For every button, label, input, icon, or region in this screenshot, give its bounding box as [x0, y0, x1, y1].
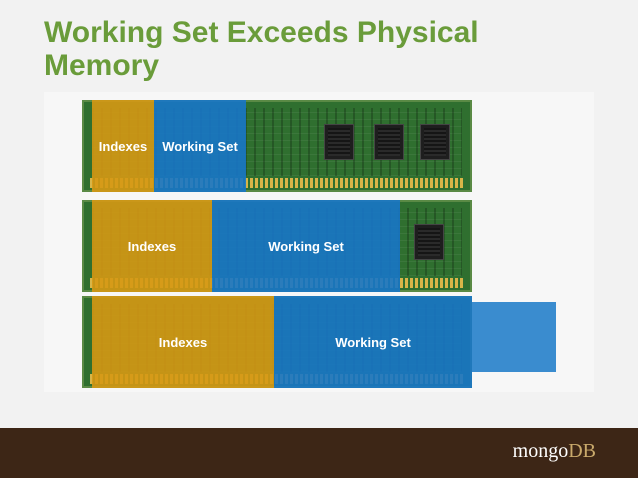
slide-title-line1: Working Set Exceeds Physical [44, 16, 479, 49]
ram-diagram: Indexes Working Set Indexes Working Set … [44, 92, 594, 392]
logo-text-db: DB [568, 440, 596, 462]
slide-title-line2: Memory [44, 49, 160, 82]
working-set-segment: Working Set [212, 200, 400, 292]
working-set-overflow [472, 302, 556, 372]
indexes-segment: Indexes [92, 296, 274, 388]
ram-stick-3: Indexes Working Set [82, 296, 472, 388]
working-set-label: Working Set [162, 138, 238, 154]
memory-chip-icon [374, 124, 404, 160]
logo-text-mongo: mongo [512, 440, 569, 462]
indexes-label: Indexes [98, 138, 148, 154]
footer-bar: mongoDB [0, 428, 638, 478]
indexes-segment: Indexes [92, 200, 212, 292]
working-set-label: Working Set [268, 238, 344, 254]
memory-chip-icon [324, 124, 354, 160]
working-set-label: Working Set [335, 334, 411, 350]
mongodb-logo: mongoDB [513, 440, 596, 463]
working-set-segment: Working Set [274, 296, 472, 388]
indexes-segment: Indexes [92, 100, 154, 192]
working-set-segment: Working Set [154, 100, 246, 192]
indexes-label: Indexes [127, 238, 177, 254]
ram-stick-2: Indexes Working Set [82, 200, 472, 292]
ram-pins [90, 178, 464, 188]
slide-title: Working Set Exceeds Physical Memory [44, 16, 604, 82]
memory-chip-icon [420, 124, 450, 160]
ram-stick-1: Indexes Working Set [82, 100, 472, 192]
indexes-label: Indexes [158, 334, 208, 350]
memory-chip-icon [414, 224, 444, 260]
